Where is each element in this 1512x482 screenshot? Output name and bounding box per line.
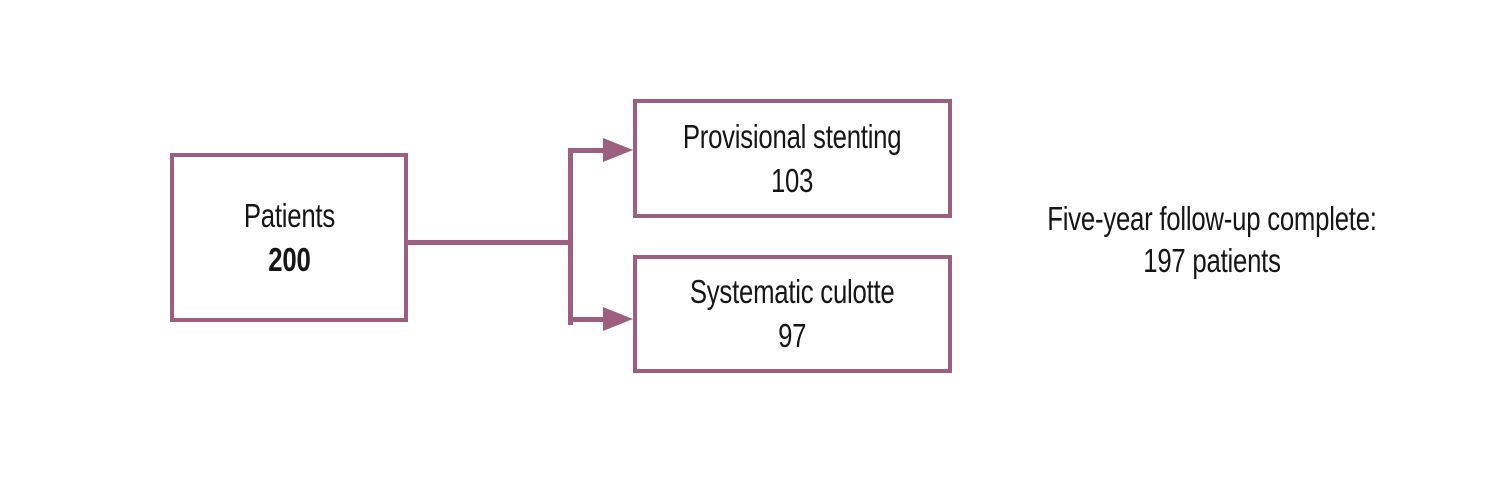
node-provisional-stenting: Provisional stenting 103: [633, 99, 952, 218]
node-patients: Patients 200: [170, 153, 408, 322]
node-provisional-stenting-text: Provisional stenting 103: [683, 115, 902, 203]
followup-note: Five-year follow-up complete: 197 patien…: [1047, 198, 1378, 282]
connector-line-main: [408, 240, 573, 245]
node-systematic-culotte: Systematic culotte 97: [633, 255, 952, 373]
node-systematic-culotte-value: 97: [778, 317, 807, 354]
followup-note-line1: Five-year follow-up complete:: [1047, 200, 1377, 237]
node-provisional-stenting-value: 103: [771, 161, 814, 199]
node-patients-label: Patients: [243, 196, 335, 234]
node-provisional-stenting-label: Provisional stenting: [683, 117, 902, 155]
node-systematic-culotte-text: Systematic culotte 97: [690, 270, 895, 358]
connector-line-bottom: [568, 317, 606, 322]
node-patients-text: Patients 200: [243, 194, 334, 282]
connector-line-branch: [568, 148, 573, 325]
node-systematic-culotte-label: Systematic culotte: [690, 273, 895, 310]
arrowhead-bottom-icon: [603, 307, 633, 331]
followup-note-line2: 197 patients: [1143, 242, 1281, 279]
connector-line-top: [568, 148, 606, 153]
arrowhead-top-icon: [603, 138, 633, 162]
node-patients-value: 200: [267, 240, 311, 278]
